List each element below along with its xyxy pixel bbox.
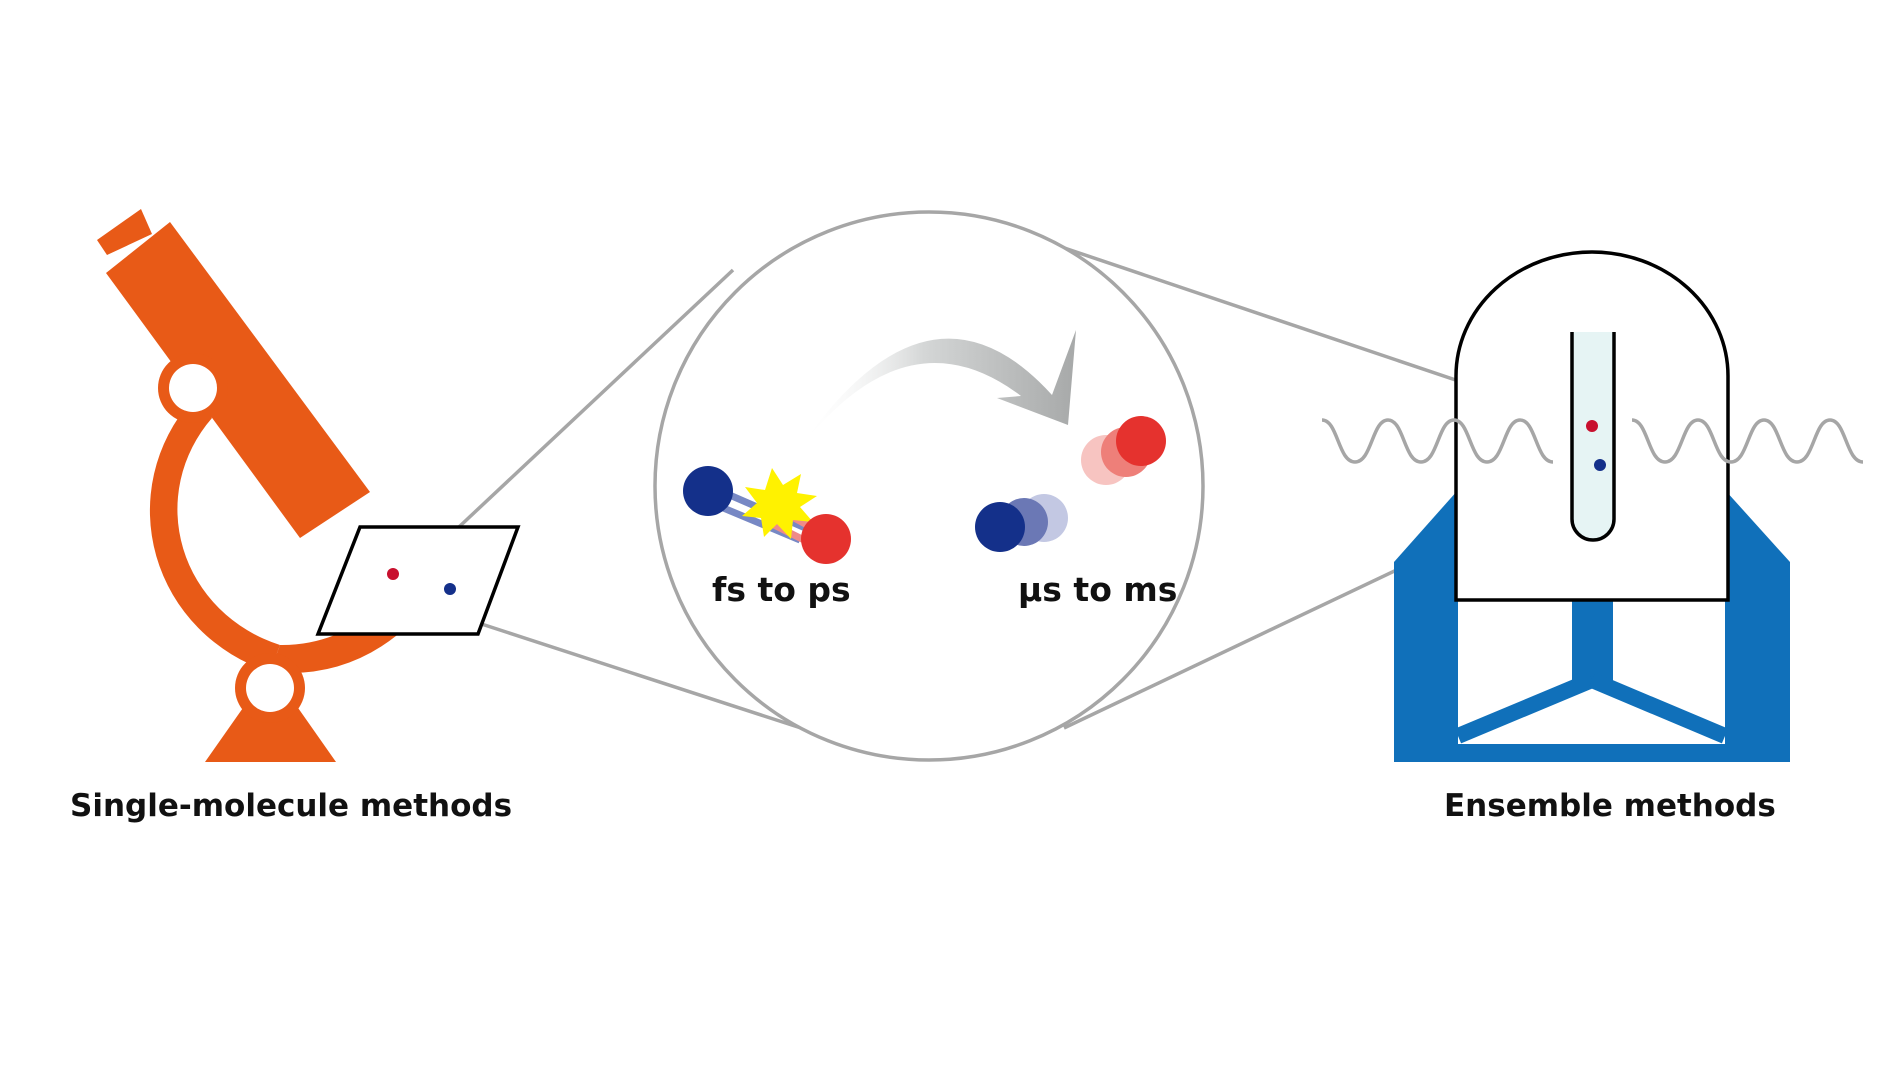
light-wave-outgoing xyxy=(1631,418,1864,464)
slow-molecule-red-atom xyxy=(1116,416,1166,466)
slow-timescale-label: μs to ms xyxy=(1018,570,1178,609)
microscope-eyepiece xyxy=(97,209,152,255)
microscope-lower-joint-hole xyxy=(246,664,294,712)
connector-lines-left xyxy=(419,268,845,744)
stand-base xyxy=(1394,744,1790,762)
light-wave-incoming xyxy=(1321,418,1554,464)
microscope-upper-joint-hole xyxy=(169,364,217,412)
cuvette-icon xyxy=(1570,332,1616,542)
cuvette-molecule-red xyxy=(1586,420,1598,432)
slide-molecule-blue xyxy=(444,583,456,595)
microscope-tube xyxy=(106,222,370,538)
magnifier-circle xyxy=(653,210,1205,762)
slow-molecule-blue-atom xyxy=(975,502,1025,552)
stand-brace-left xyxy=(1454,672,1596,744)
cuvette-molecule-blue xyxy=(1594,459,1606,471)
single-molecule-label: Single-molecule methods xyxy=(70,788,513,824)
stand-center-post xyxy=(1572,600,1613,684)
fast-molecule-red-atom xyxy=(801,514,851,564)
connector-line-upper-left xyxy=(426,268,735,558)
relaxed-molecule xyxy=(975,416,1166,552)
slide-molecule-red xyxy=(387,568,399,580)
microscope-arm xyxy=(149,400,280,672)
stand-left-leg xyxy=(1394,490,1458,762)
microscope-base xyxy=(205,705,336,762)
excitation-flash-icon xyxy=(742,468,817,539)
sample-slide xyxy=(315,525,521,636)
fast-timescale-label: fs to ps xyxy=(712,570,851,609)
time-evolution-arrow-icon xyxy=(800,330,1076,448)
stand-right-leg xyxy=(1725,490,1790,762)
ensemble-label: Ensemble methods xyxy=(1444,788,1776,824)
excited-molecule xyxy=(683,466,851,564)
fast-molecule-blue-atom xyxy=(683,466,733,516)
connector-line-lower-left xyxy=(419,602,845,744)
stand-brace-right xyxy=(1588,672,1729,744)
light-wave-icon xyxy=(1321,418,1864,464)
